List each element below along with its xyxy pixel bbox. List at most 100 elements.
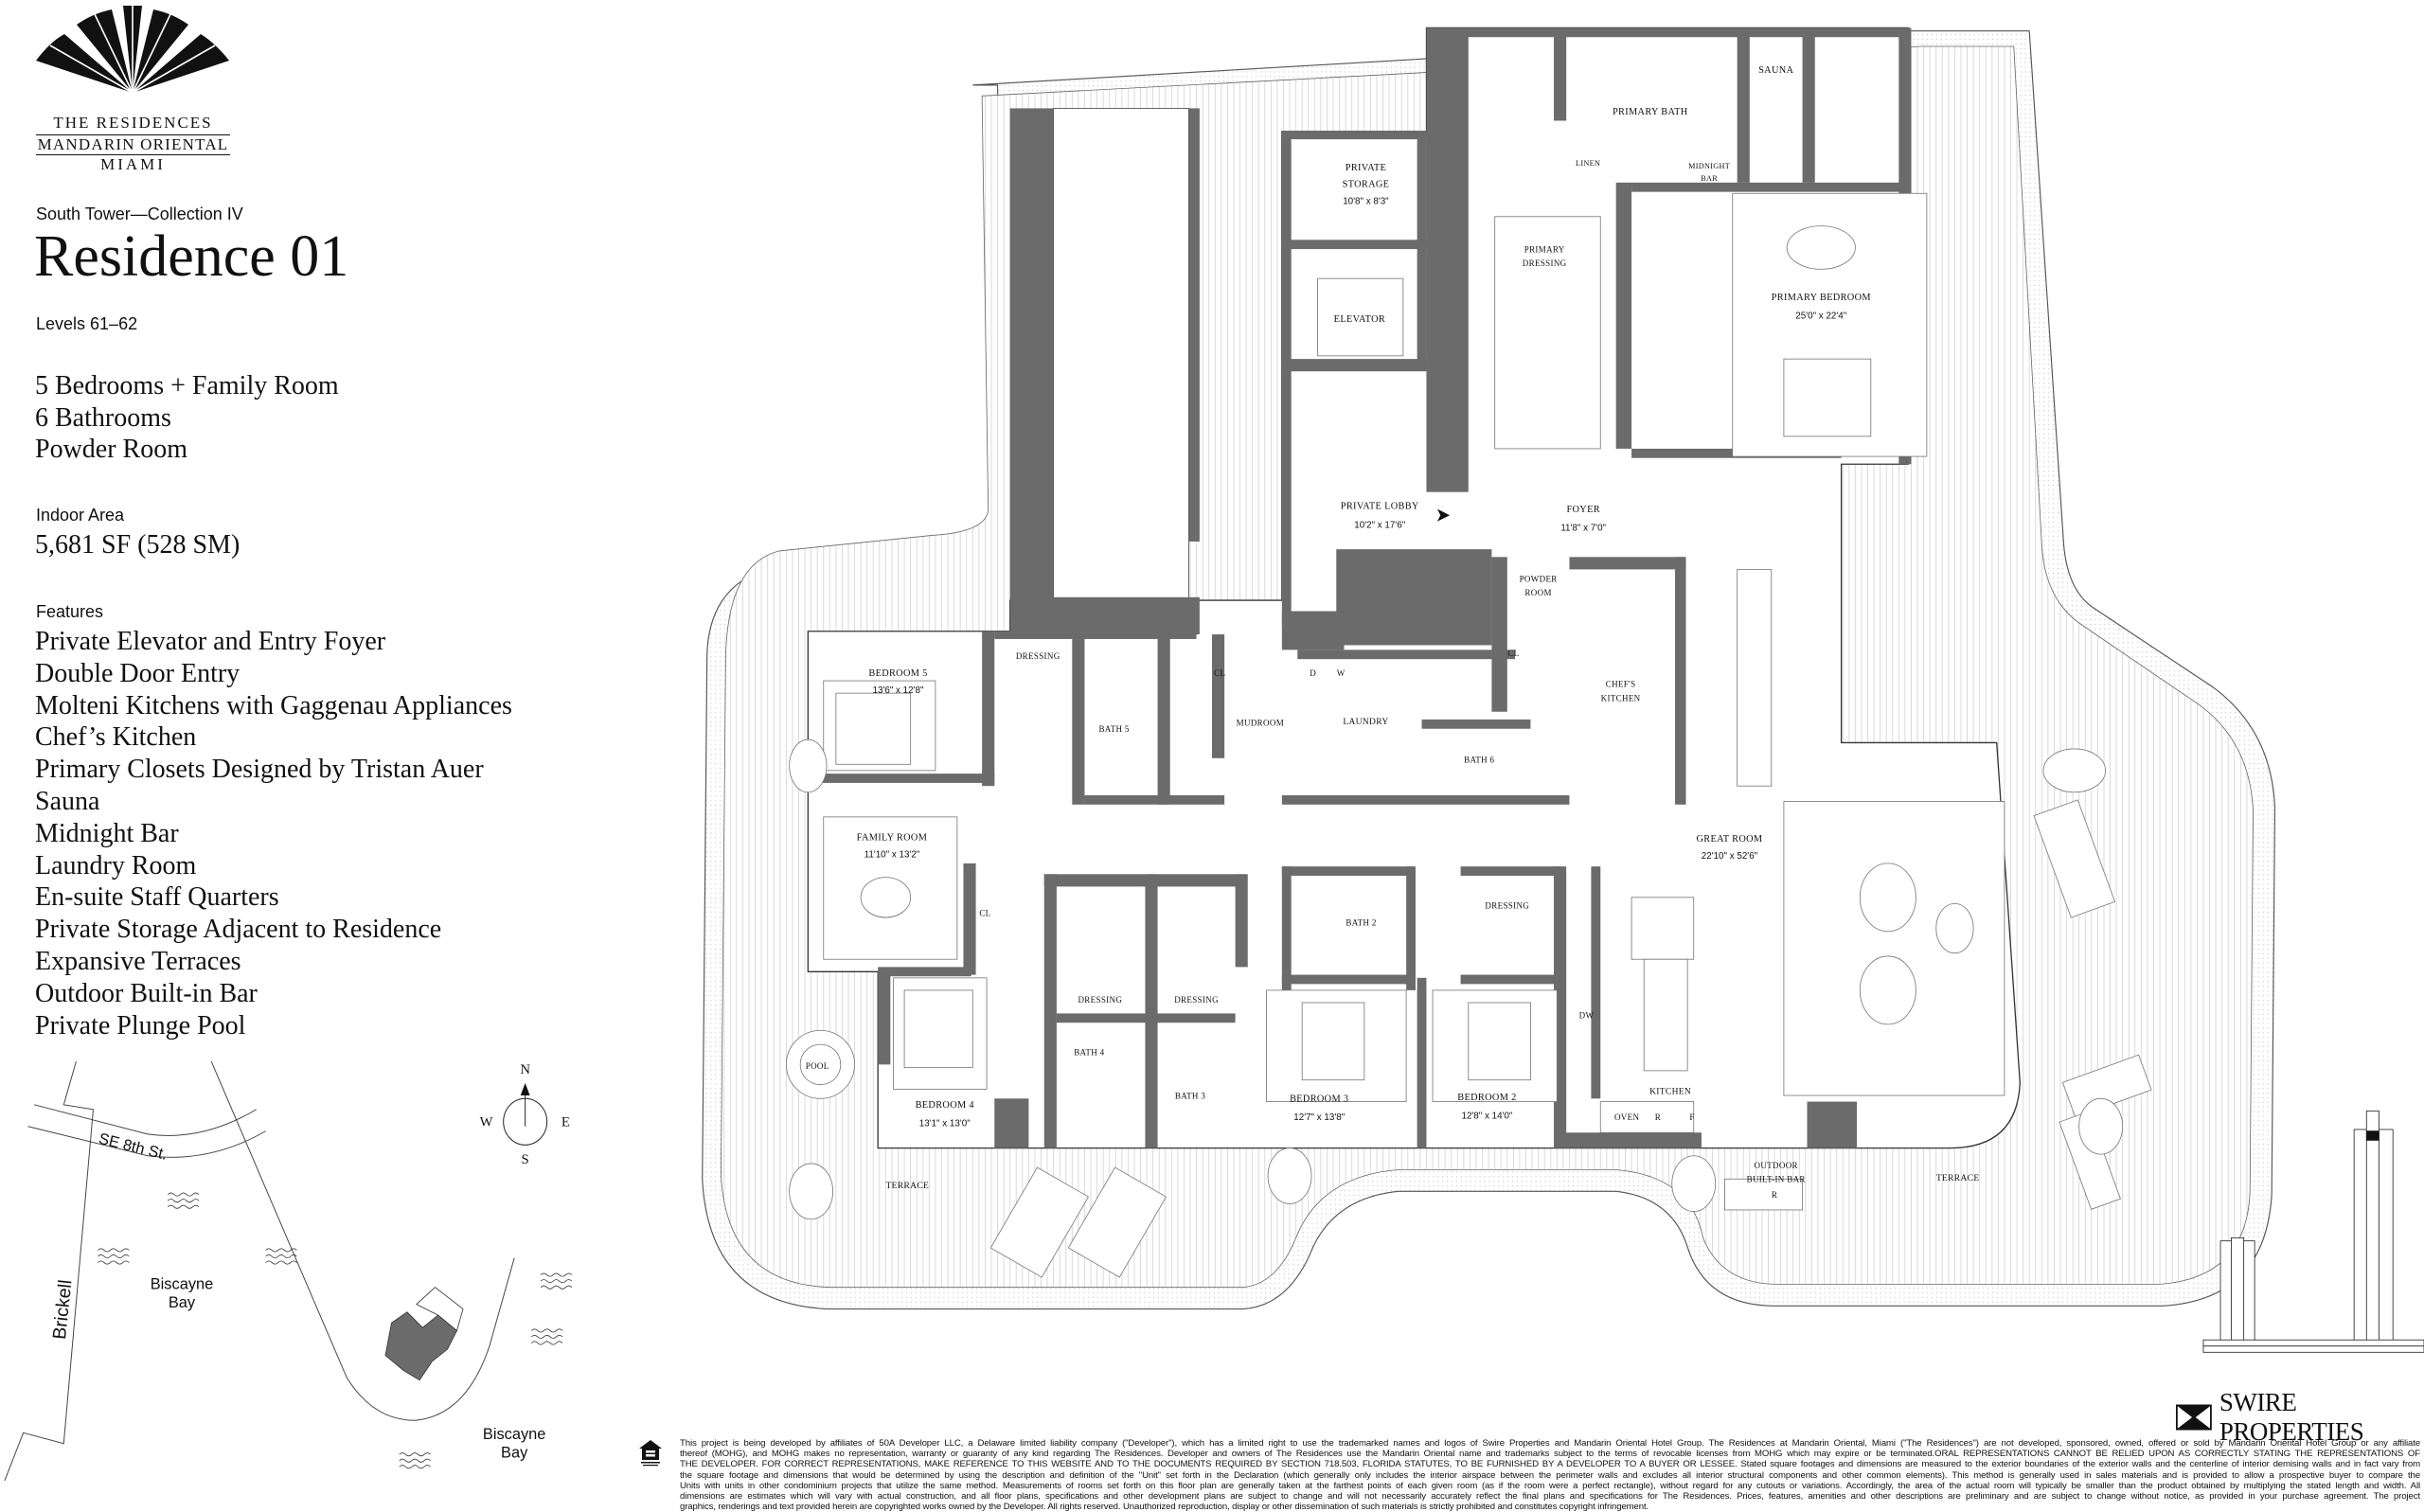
water-waves-icon — [98, 1192, 573, 1469]
brand-line-3: MIAMI — [100, 155, 166, 173]
compass-east: E — [561, 1115, 570, 1130]
room-label: BATH 3 — [1175, 1091, 1205, 1100]
feature-item: Outdoor Built-in Bar — [35, 978, 258, 1008]
entry-arrow-icon — [1436, 508, 1451, 522]
room-label: SAUNA — [1758, 65, 1793, 76]
features-list: Private Elevator and Entry Foyer Double … — [35, 626, 512, 1041]
disclaimer-line: graphics, renderings and text provided h… — [680, 1502, 1649, 1512]
compass-south: S — [522, 1152, 529, 1167]
brand-line-2: MANDARIN ORIENTAL — [36, 134, 230, 155]
room-label: BATH 2 — [1346, 917, 1376, 927]
room-label: FAMILY ROOM — [857, 832, 928, 843]
bay-label: Biscayne — [483, 1426, 546, 1443]
room-label: MIDNIGHT — [1688, 162, 1730, 170]
room-label: MUDROOM — [1237, 718, 1284, 727]
room-dimensions: 12'8" x 14'0" — [1461, 1112, 1512, 1122]
indoor-area-value: 5,681 SF (528 SM) — [35, 530, 241, 560]
room-label: BATH 6 — [1464, 756, 1494, 765]
room-dimensions: 11'8" x 7'0" — [1560, 524, 1606, 534]
room-label: KITCHEN — [1649, 1087, 1691, 1096]
room-label: PRIMARY BATH — [1613, 107, 1688, 117]
indoor-area-label: Indoor Area — [36, 506, 125, 525]
site-building-icon — [384, 1311, 457, 1381]
bay-label: Bay — [501, 1444, 528, 1461]
room-label: CL — [979, 908, 990, 917]
brand-logo: THE RESIDENCES MANDARIN ORIENTAL MIAMI — [36, 5, 230, 174]
compass-north: N — [520, 1062, 530, 1077]
room-label: PRIMARY BEDROOM — [1772, 293, 1871, 303]
room-dimensions: 25'0" x 22'4" — [1795, 311, 1846, 322]
room-label: ROOM — [1524, 588, 1551, 597]
disclaimer-line: the square footage and dimensions that w… — [680, 1469, 2420, 1481]
room-label: FOYER — [1566, 505, 1599, 515]
room-label: BATH 5 — [1098, 724, 1129, 734]
room-label: TERRACE — [886, 1182, 930, 1191]
collection-subtitle: South Tower—Collection IV — [36, 205, 243, 223]
room-label: D — [1310, 668, 1316, 678]
disclaimer-line: THE DEVELOPER. FOR CORRECT REPRESENTATIO… — [680, 1459, 2420, 1470]
room-label: DRESSING — [1078, 995, 1122, 1005]
room-label: R — [1772, 1190, 1777, 1200]
room-label: OVEN — [1614, 1112, 1640, 1122]
room-label: STORAGE — [1343, 180, 1390, 190]
room-label: BEDROOM 5 — [868, 668, 927, 679]
room-dimensions: 12'7" x 13'8" — [1293, 1112, 1345, 1123]
location-map: SE 8th St. Brickell Biscayne Bay Biscayn… — [4, 1060, 573, 1482]
room-label: POWDER — [1520, 574, 1558, 583]
room-label: OUTDOOR — [1754, 1161, 1797, 1170]
brand-line-1: THE RESIDENCES — [53, 114, 213, 132]
feature-item: En-suite Staff Quarters — [35, 882, 279, 913]
equal-housing-icon — [638, 1439, 663, 1468]
room-label: KITCHEN — [1601, 693, 1641, 703]
feature-item: Midnight Bar — [35, 818, 179, 848]
room-dimensions: 11'10" x 13'2" — [864, 849, 920, 860]
feature-item: Primary Closets Designed by Tristan Auer — [35, 755, 484, 785]
room-label: F — [1689, 1112, 1694, 1122]
room-label: PRIVATE LOBBY — [1341, 502, 1419, 512]
residence-title: Residence 01 — [34, 224, 349, 289]
room-label: DRESSING — [1485, 900, 1529, 910]
room-label: DRESSING — [1523, 258, 1567, 268]
room-label: BEDROOM 2 — [1457, 1093, 1516, 1103]
feature-item: Expansive Terraces — [35, 946, 241, 976]
room-label: PRIMARY — [1524, 244, 1565, 254]
bay-label: Bay — [169, 1294, 196, 1311]
compass-west: W — [480, 1115, 493, 1130]
room-label: BATH 4 — [1074, 1048, 1104, 1058]
room-label: TERRACE — [1936, 1174, 1980, 1183]
feature-item: Chef’s Kitchen — [35, 722, 197, 753]
room-label: CL — [1507, 649, 1519, 658]
feature-item: Private Storage Adjacent to Residence — [35, 915, 442, 945]
room-label: LINEN — [1576, 159, 1600, 168]
room-label: POOL — [806, 1061, 829, 1071]
room-label: BEDROOM 3 — [1290, 1094, 1348, 1105]
feature-item: Laundry Room — [35, 850, 197, 881]
room-label: DRESSING — [1174, 995, 1219, 1005]
room-dimensions: 13'6" x 12'8" — [873, 685, 924, 696]
room-label: W — [1337, 668, 1346, 678]
feature-item: Molteni Kitchens with Gaggenau Appliance… — [35, 690, 512, 720]
compass-icon: N S W E — [480, 1062, 570, 1167]
developer-name: SWIRE PROPERTIES — [2219, 1388, 2364, 1446]
room-dimensions: 22'10" x 52'6" — [1702, 851, 1758, 862]
room-label: BAR — [1701, 174, 1718, 183]
mandarin-fan-icon — [36, 5, 229, 94]
disclaimer-line: thereof (MOHG), and MOHG makes no repres… — [680, 1449, 2420, 1460]
room-label: DW — [1579, 1010, 1595, 1020]
feature-item: Private Elevator and Entry Foyer — [35, 627, 386, 656]
room-labels: PRIVATE STORAGE 10'8" x 8'3" ELEVATOR PR… — [806, 65, 1980, 1200]
furniture — [785, 192, 2152, 1278]
walls — [808, 27, 1912, 1148]
legal-disclaimer: This project is being developed by affil… — [680, 1438, 2420, 1512]
disclaimer-line: This project is being developed by affil… — [680, 1438, 2420, 1449]
room-label: BEDROOM 4 — [916, 1100, 974, 1111]
feature-item: Double Door Entry — [35, 658, 241, 688]
room-label: PRIVATE — [1346, 163, 1386, 173]
spec-bedrooms: 5 Bedrooms + Family Room — [35, 371, 339, 400]
features-label: Features — [36, 602, 104, 621]
room-label: R — [1655, 1112, 1661, 1122]
room-dimensions: 10'2" x 17'6" — [1354, 520, 1405, 530]
avenue-label: Brickell — [49, 1279, 77, 1341]
room-dimensions: 13'1" x 13'0" — [919, 1119, 971, 1130]
